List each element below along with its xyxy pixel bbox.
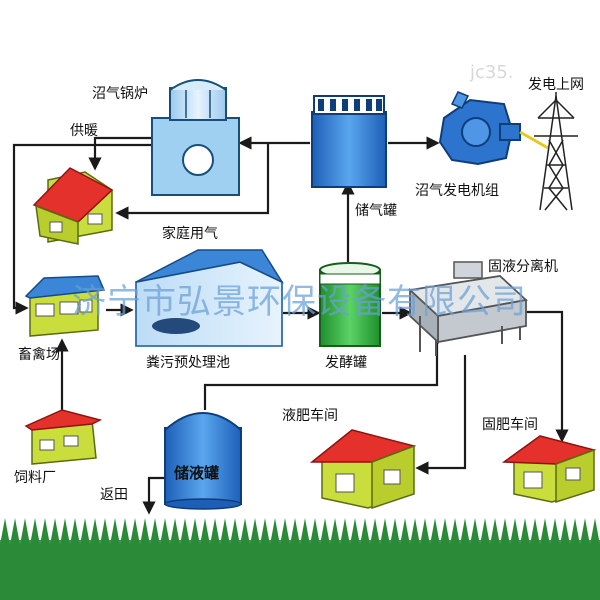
solid-liquid-separator [408, 261, 528, 356]
arrow-heating [88, 136, 152, 171]
company-watermark: 济宁市弘景环保设备有限公司 [72, 282, 527, 322]
liquid-storage-tank [164, 412, 242, 510]
label-generator: 沼气发电机组 [415, 183, 499, 199]
label-household-gas: 家庭用气 [162, 226, 218, 242]
biogas-boiler [151, 79, 240, 196]
gas-storage-tank [311, 95, 387, 188]
label-grid: 发电上网 [528, 77, 584, 93]
flow-arrows [12, 136, 569, 515]
arrow-boiler-to-livestock [12, 143, 152, 315]
label-liquid-tank: 储液罐 [174, 464, 220, 482]
label-solid-fert: 固肥车间 [482, 417, 538, 433]
label-pretreatment: 粪污预处理池 [146, 355, 230, 371]
label-livestock: 畜禽场 [18, 347, 60, 363]
label-return-field: 返田 [100, 487, 128, 503]
arrow-return-field [142, 476, 165, 515]
solid-fertilizer-workshop [501, 435, 597, 504]
fermenter [319, 262, 381, 347]
arrow-household-gas [115, 143, 270, 220]
label-fermenter: 发酵罐 [325, 355, 367, 371]
pretreatment-pond [135, 249, 284, 347]
power-line [519, 130, 549, 150]
label-feed-mill: 饲料厂 [14, 470, 56, 486]
arrow-separator-to-solidfert [518, 310, 569, 443]
label-liquid-fert: 液肥车间 [282, 408, 338, 424]
arrow-separator-to-liquidfert [415, 355, 467, 475]
feed-mill [24, 409, 103, 465]
label-gas-tank: 储气罐 [355, 203, 397, 219]
power-tower [534, 92, 578, 211]
generator-set [438, 91, 521, 166]
arrow-separator-to-liquidtank [203, 340, 439, 410]
liquid-fertilizer-workshop [309, 429, 417, 510]
heating-house [32, 167, 114, 245]
label-boiler: 沼气锅炉 [92, 86, 148, 102]
livestock-farm [24, 275, 106, 337]
label-separator: 固液分离机 [488, 259, 558, 275]
grass-strip [0, 518, 600, 600]
corner-watermark: jc35. [470, 62, 514, 83]
label-heating: 供暖 [70, 123, 98, 139]
